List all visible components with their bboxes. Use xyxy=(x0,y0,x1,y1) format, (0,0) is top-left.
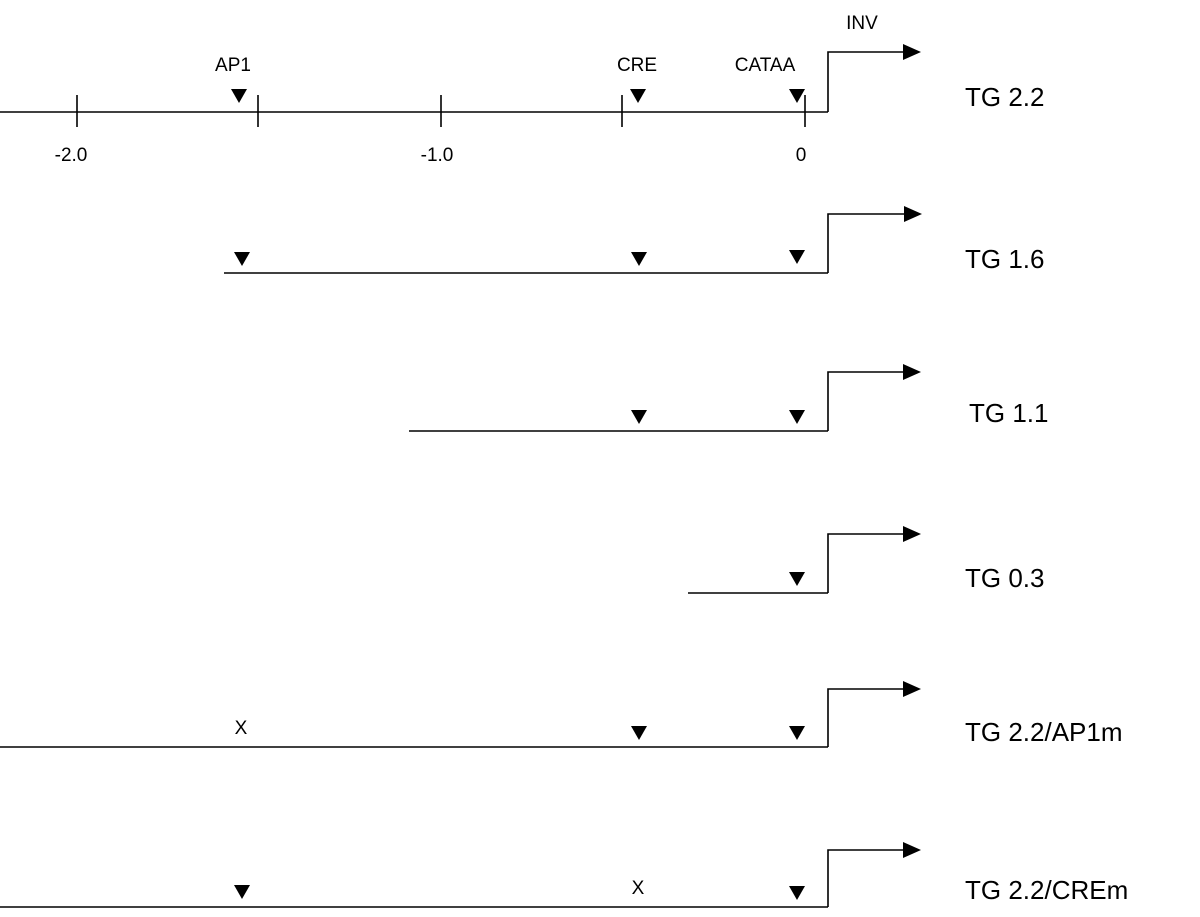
arrow-head xyxy=(903,44,921,60)
cataa-label: CATAA xyxy=(735,55,796,76)
ap1-site-marker xyxy=(234,252,250,266)
transcription-start-arrow xyxy=(827,849,907,907)
cre-site-marker xyxy=(631,410,647,424)
cataa-site-marker xyxy=(789,89,805,103)
construct-name: TG 2.2/CREm xyxy=(965,875,1128,905)
transcription-start-arrow xyxy=(827,533,907,593)
cataa-site-marker xyxy=(789,886,805,900)
transcription-start-arrow xyxy=(827,371,907,431)
transcription-start-arrow xyxy=(827,688,907,747)
construct-row-tg-2-2: INV AP1 CRE CATAA -2.0 -1.0 0 TG 2.2 xyxy=(0,13,1044,166)
cre-mutation-mark: X xyxy=(632,878,645,899)
ap1-label: AP1 xyxy=(215,55,251,76)
cataa-site-marker xyxy=(789,250,805,264)
ap1-site-marker xyxy=(231,89,247,103)
cre-site-marker xyxy=(631,726,647,740)
cre-label: CRE xyxy=(617,55,657,76)
arrow-head xyxy=(903,526,921,542)
ap1-mutation-mark: X xyxy=(235,718,248,739)
construct-row-tg-1-6: TG 1.6 xyxy=(224,206,1044,274)
construct-row-tg-2-2-crem: X TG 2.2/CREm xyxy=(0,842,1128,908)
scale-tick-label: 0 xyxy=(796,145,807,166)
construct-row-tg-0-3: TG 0.3 xyxy=(688,526,1044,594)
transcription-start-arrow xyxy=(827,51,908,112)
cataa-site-marker xyxy=(789,410,805,424)
construct-row-tg-2-2-ap1m: X TG 2.2/AP1m xyxy=(0,681,1123,748)
construct-name: TG 1.1 xyxy=(969,398,1048,428)
cataa-site-marker xyxy=(789,726,805,740)
ap1-site-marker xyxy=(234,885,250,899)
cre-site-marker xyxy=(630,89,646,103)
arrow-head xyxy=(904,206,922,222)
arrow-head xyxy=(903,681,921,697)
arrow-head xyxy=(903,364,921,380)
construct-name: TG 2.2/AP1m xyxy=(965,717,1123,747)
scale-tick-label: -1.0 xyxy=(421,145,454,166)
promoter-label: INV xyxy=(846,13,878,34)
construct-name: TG 0.3 xyxy=(965,563,1044,593)
scale-tick-label: -2.0 xyxy=(55,145,88,166)
transcription-start-arrow xyxy=(827,213,911,273)
cre-site-marker xyxy=(631,252,647,266)
construct-row-tg-1-1: TG 1.1 xyxy=(409,364,1048,432)
arrow-head xyxy=(903,842,921,858)
construct-name: TG 1.6 xyxy=(965,244,1044,274)
construct-name: TG 2.2 xyxy=(965,82,1044,112)
cataa-site-marker xyxy=(789,572,805,586)
